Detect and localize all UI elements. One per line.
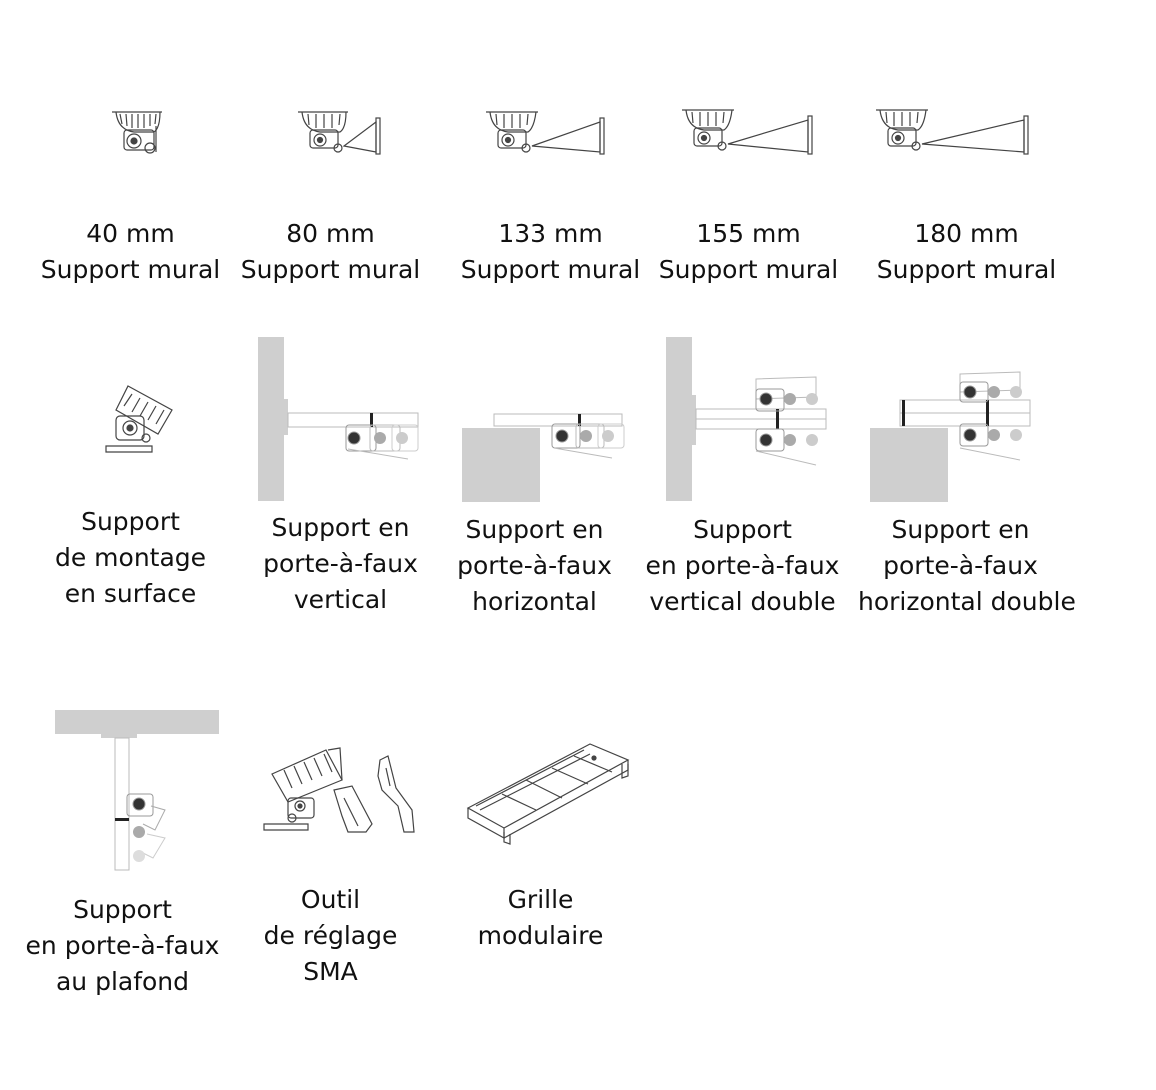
caption-line: de montage [54, 543, 207, 572]
wall-bracket-40mm-icon [110, 108, 170, 158]
caption-line: Support mural [40, 255, 221, 284]
caption-line: 155 mm [696, 219, 801, 248]
caption-line: modulaire [477, 921, 604, 950]
horizontal-cantilever-caption: Support en porte-à-faux horizontal [432, 512, 637, 620]
caption-line: Support [693, 515, 792, 544]
wall-bracket-180mm-caption: 180 mm Support mural [864, 216, 1069, 288]
modular-grid-icon [464, 738, 634, 850]
sma-adjustment-tool-caption: Outil de réglage SMA [228, 882, 433, 990]
double-horizontal-cantilever-caption: Support en porte-à-faux horizontal doubl… [858, 512, 1076, 620]
wall-bracket-80mm-icon [296, 108, 386, 158]
wall-bracket-133mm-caption: 133 mm Support mural [448, 216, 653, 288]
wall-bracket-80mm-caption: 80 mm Support mural [228, 216, 433, 288]
caption-line: Support [73, 895, 172, 924]
caption-line: Support [81, 507, 180, 536]
caption-line: 40 mm [86, 219, 175, 248]
modular-grid-caption: Grille modulaire [438, 882, 643, 954]
caption-line: 80 mm [286, 219, 375, 248]
caption-line: Grille [507, 885, 574, 914]
sma-adjustment-tool-icon [262, 740, 422, 836]
horizontal-cantilever-icon [462, 410, 628, 504]
double-vertical-cantilever-icon [666, 337, 831, 503]
caption-line: horizontal [472, 587, 597, 616]
caption-line: Support mural [876, 255, 1057, 284]
caption-line: SMA [303, 957, 358, 986]
caption-line: Outil [300, 885, 361, 914]
caption-line: vertical [293, 585, 388, 614]
caption-line: Support en [271, 513, 410, 542]
caption-line: Support mural [658, 255, 839, 284]
caption-line: en surface [64, 579, 197, 608]
caption-line: 133 mm [498, 219, 603, 248]
caption-line: porte-à-faux [457, 551, 612, 580]
wall-bracket-155mm-caption: 155 mm Support mural [646, 216, 851, 288]
wall-bracket-155mm-icon [680, 106, 820, 158]
wall-bracket-40mm-caption: 40 mm Support mural [28, 216, 233, 288]
caption-line: porte-à-faux [263, 549, 418, 578]
caption-line: en porte-à-faux [645, 551, 840, 580]
caption-line: Support en [465, 515, 604, 544]
vertical-cantilever-caption: Support en porte-à-faux vertical [238, 510, 443, 618]
surface-mount-icon [102, 380, 178, 456]
caption-line: au plafond [55, 967, 190, 996]
double-horizontal-cantilever-icon [870, 368, 1036, 504]
vertical-cantilever-icon [258, 337, 423, 503]
caption-line: horizontal double [858, 587, 1076, 616]
caption-line: Support en [891, 515, 1030, 544]
caption-line: 180 mm [914, 219, 1019, 248]
caption-line: porte-à-faux [883, 551, 1038, 580]
caption-line: de réglage [263, 921, 398, 950]
caption-line: Support mural [240, 255, 421, 284]
caption-line: vertical double [649, 587, 836, 616]
wall-bracket-133mm-icon [484, 108, 609, 158]
caption-line: Support mural [460, 255, 641, 284]
surface-mount-caption: Support de montage en surface [28, 504, 233, 612]
wall-bracket-180mm-icon [874, 106, 1034, 158]
caption-line: en porte-à-faux [25, 931, 220, 960]
double-vertical-cantilever-caption: Support en porte-à-faux vertical double [640, 512, 845, 620]
ceiling-cantilever-icon [55, 710, 221, 874]
ceiling-cantilever-caption: Support en porte-à-faux au plafond [20, 892, 225, 1000]
